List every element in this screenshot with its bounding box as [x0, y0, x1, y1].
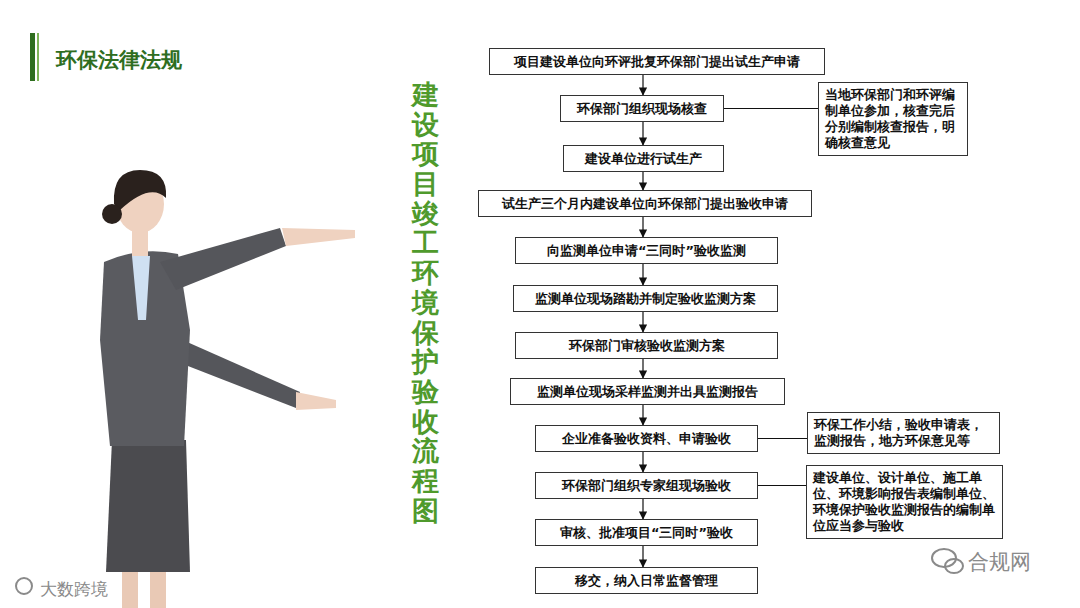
box-text: 环保部门组织现场核查 — [569, 100, 715, 117]
process-box: 监测单位现场踏勘并制定验收监测方案 — [513, 285, 778, 312]
watermark-logo — [16, 578, 32, 594]
box-text: 项目建设单位向环评批复环保部门提出试生产申请 — [498, 53, 816, 70]
leader-line — [758, 438, 807, 439]
process-box: 环保部门组织专家组现场验收 — [535, 472, 758, 499]
box-text: 建设单位、设计单位、施工单位、环境影响报告表编制单位、环境保护验收监测报告的编制… — [813, 470, 996, 534]
process-box: 向监测单位申请“三同时”验收监测 — [515, 237, 778, 264]
flow-arrow — [642, 405, 643, 425]
watermark: 合规网 — [968, 548, 1031, 576]
watermark: 大数跨境 — [40, 578, 108, 601]
box-text: 环保部门组织专家组现场验收 — [544, 477, 749, 494]
flow-arrow — [642, 122, 643, 145]
box-text: 监测单位现场踏勘并制定验收监测方案 — [522, 290, 769, 307]
leader-line — [724, 108, 818, 109]
box-text: 移交，纳入日常监督管理 — [544, 572, 749, 589]
flow-arrow — [642, 217, 643, 237]
process-box: 审核、批准项目“三同时”验收 — [535, 519, 758, 546]
box-text: 环保工作小结，验收申请表，监测报告，地方环保意见等 — [814, 417, 993, 449]
box-text: 建设单位进行试生产 — [572, 150, 715, 167]
flow-arrow — [642, 312, 643, 332]
box-text: 当地环保部门和环评编制单位参加，核查完后分别编制核查报告，明确核查意见 — [825, 87, 961, 151]
flow-arrow — [642, 75, 643, 95]
process-box: 试生产三个月内建设单位向环保部门提出验收申请 — [478, 190, 812, 217]
box-text: 向监测单位申请“三同时”验收监测 — [524, 242, 769, 259]
flow-arrow — [642, 359, 643, 378]
diagram-title: 建设项目竣工环境保护验收流程图 — [412, 80, 439, 525]
note-box: 当地环保部门和环评编制单位参加，核查完后分别编制核查报告，明确核查意见 — [818, 82, 968, 156]
box-text: 试生产三个月内建设单位向环保部门提出验收申请 — [487, 195, 803, 212]
flow-arrow — [642, 452, 643, 472]
box-text: 企业准备验收资料、申请验收 — [544, 430, 749, 447]
process-box: 环保部门组织现场核查 — [560, 95, 724, 122]
process-box: 移交，纳入日常监督管理 — [535, 567, 758, 594]
wechat-icon — [932, 549, 963, 573]
process-box: 企业准备验收资料、申请验收 — [535, 425, 758, 452]
process-box: 建设单位进行试生产 — [563, 145, 724, 172]
flow-arrow — [642, 546, 643, 567]
flow-arrow — [642, 172, 643, 190]
box-text: 监测单位现场采样监测并出具监测报告 — [519, 383, 776, 400]
process-box: 环保部门审核验收监测方案 — [515, 332, 778, 359]
leader-line — [758, 485, 806, 486]
page-heading: 环保法律法规 — [56, 46, 182, 74]
flow-arrow — [642, 499, 643, 519]
accent-bar — [37, 33, 39, 81]
process-box: 项目建设单位向环评批复环保部门提出试生产申请 — [489, 48, 825, 75]
box-text: 环保部门审核验收监测方案 — [524, 337, 769, 354]
process-box: 监测单位现场采样监测并出具监测报告 — [510, 378, 785, 405]
box-text: 审核、批准项目“三同时”验收 — [544, 524, 749, 541]
note-box: 建设单位、设计单位、施工单位、环境影响报告表编制单位、环境保护验收监测报告的编制… — [806, 465, 1003, 539]
accent-bar — [30, 33, 35, 81]
presenter-figure — [100, 170, 355, 608]
note-box: 环保工作小结，验收申请表，监测报告，地方环保意见等 — [807, 412, 1000, 454]
flow-arrow — [642, 264, 643, 285]
